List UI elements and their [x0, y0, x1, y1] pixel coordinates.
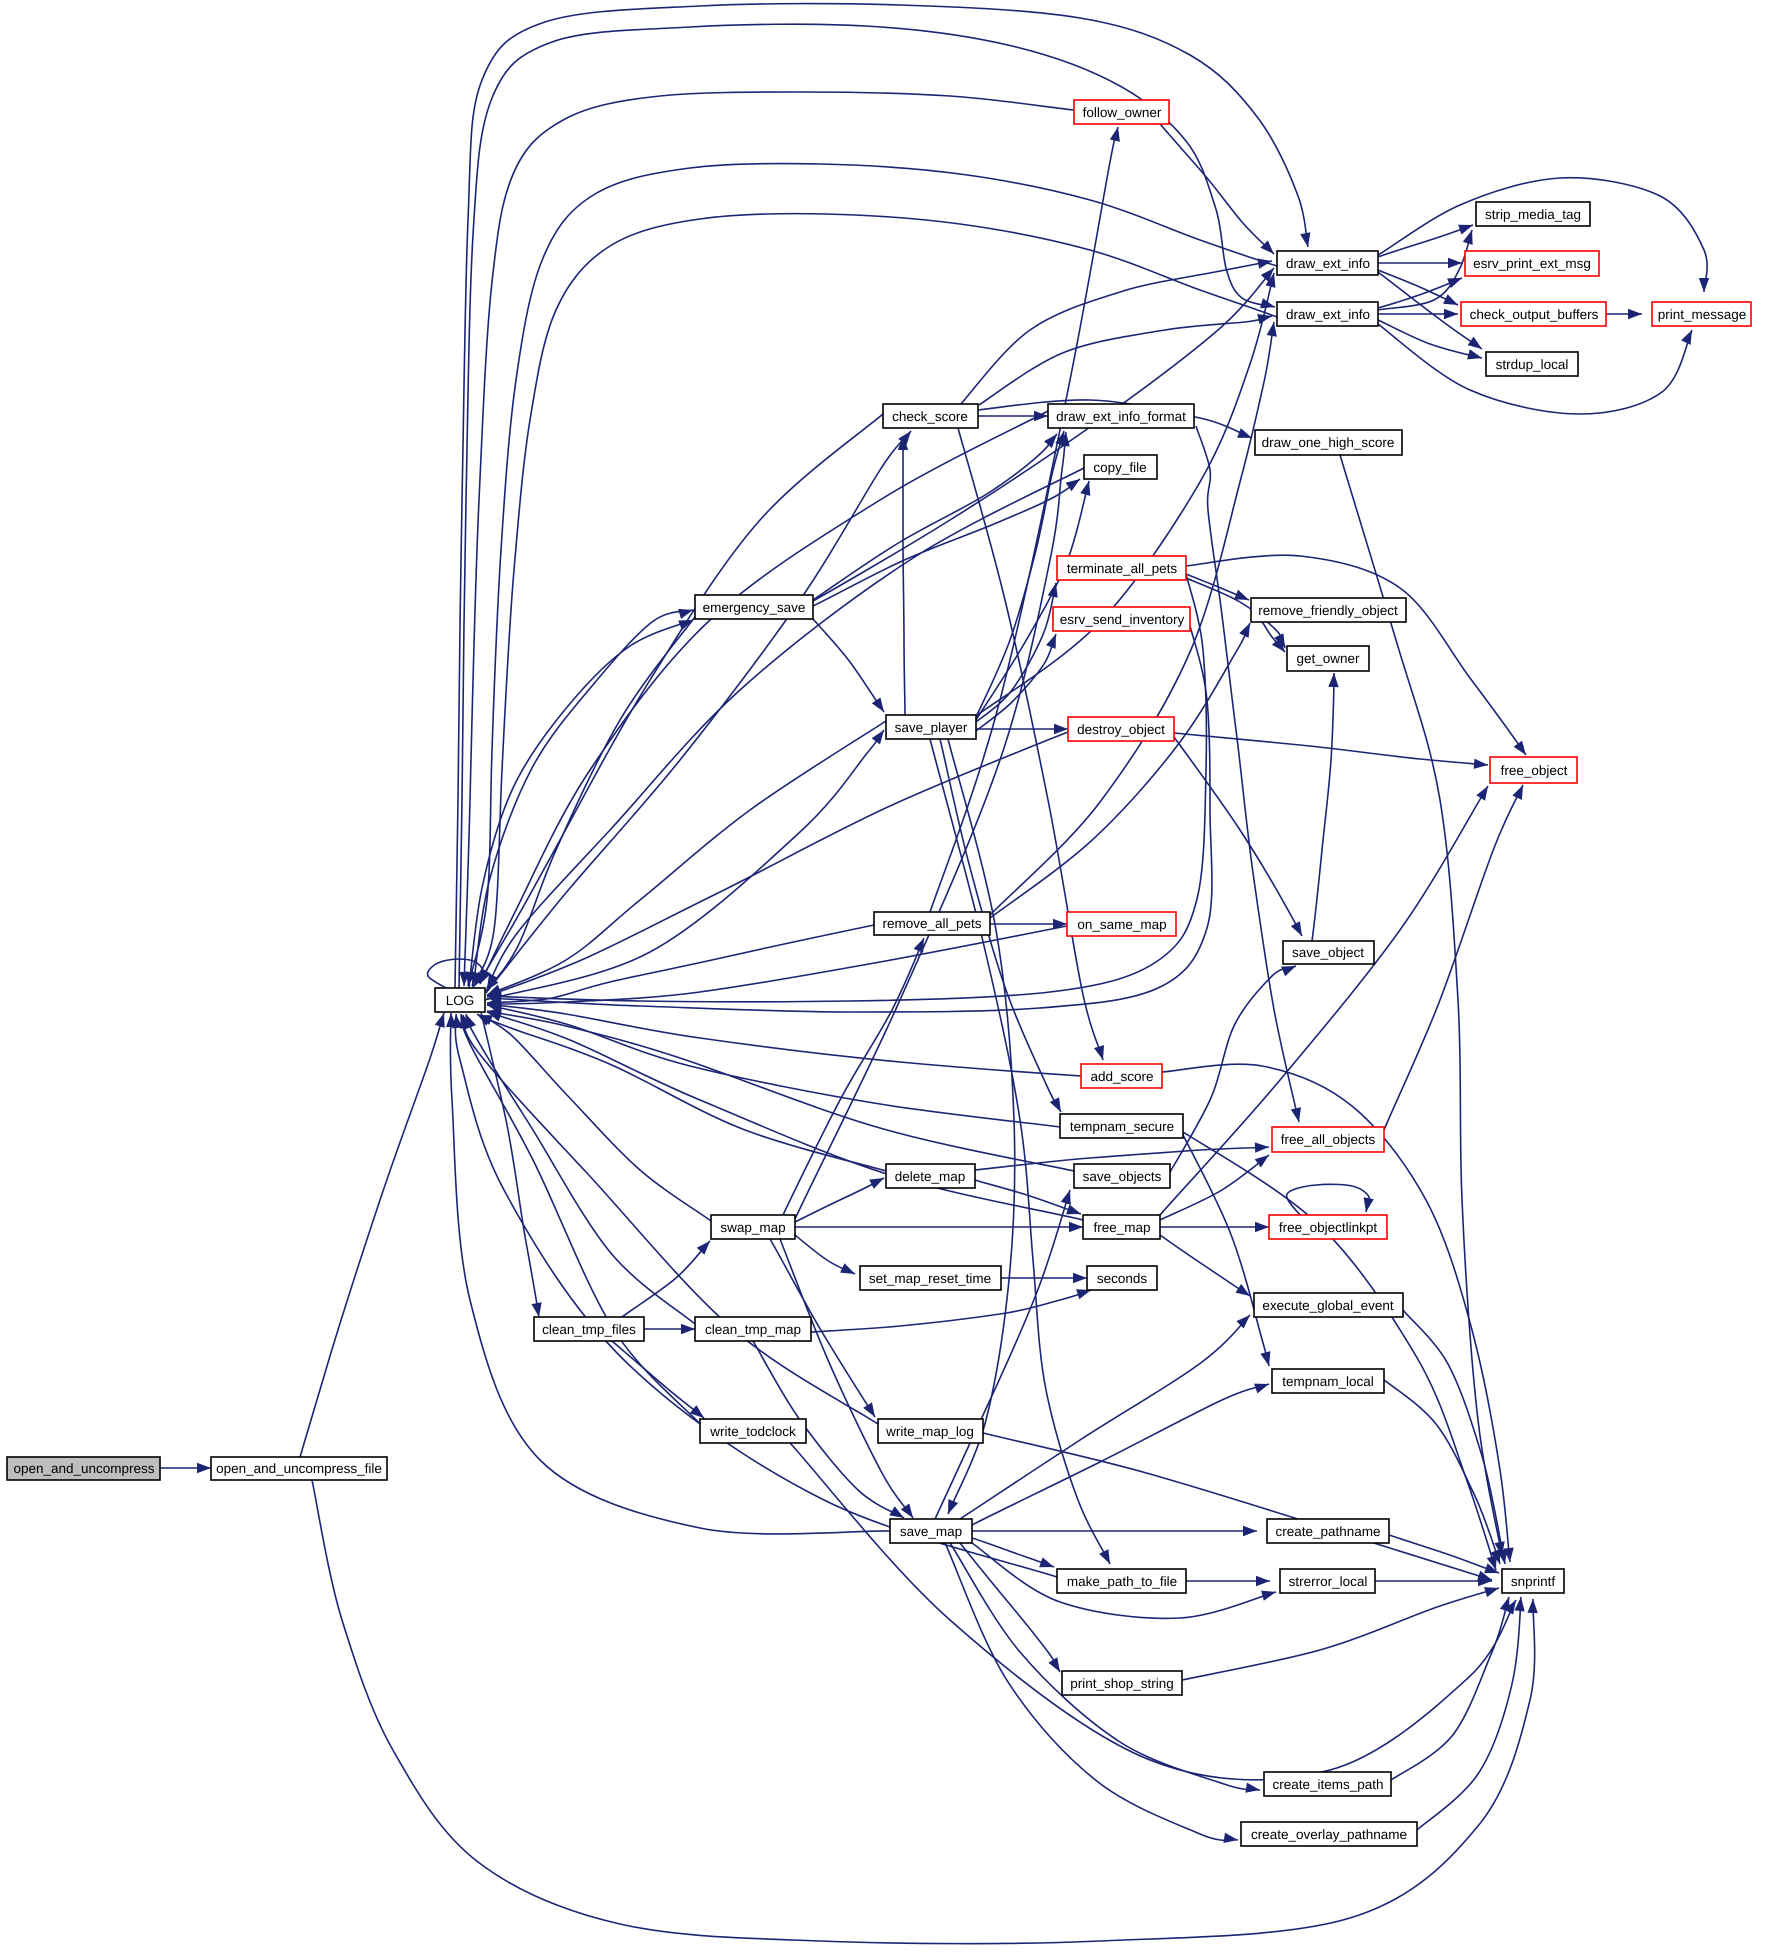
svg-text:free_map: free_map	[1093, 1220, 1150, 1235]
svg-text:remove_all_pets: remove_all_pets	[882, 916, 981, 931]
svg-text:tempnam_secure: tempnam_secure	[1070, 1119, 1174, 1134]
svg-text:strdup_local: strdup_local	[1496, 357, 1569, 372]
svg-text:print_shop_string: print_shop_string	[1070, 1676, 1174, 1691]
svg-text:make_path_to_file: make_path_to_file	[1067, 1574, 1177, 1589]
svg-text:emergency_save: emergency_save	[703, 600, 806, 615]
svg-text:create_overlay_pathname: create_overlay_pathname	[1251, 1827, 1407, 1842]
svg-text:create_pathname: create_pathname	[1275, 1524, 1380, 1539]
svg-text:write_todclock: write_todclock	[709, 1424, 796, 1439]
svg-text:free_objectlinkpt: free_objectlinkpt	[1279, 1220, 1378, 1235]
svg-text:snprintf: snprintf	[1511, 1574, 1556, 1589]
svg-text:esrv_print_ext_msg: esrv_print_ext_msg	[1473, 256, 1591, 271]
svg-text:destroy_object: destroy_object	[1077, 722, 1165, 737]
svg-text:print_message: print_message	[1658, 307, 1747, 322]
svg-text:draw_one_high_score: draw_one_high_score	[1262, 435, 1395, 450]
svg-text:remove_friendly_object: remove_friendly_object	[1258, 603, 1398, 618]
svg-text:clean_tmp_files: clean_tmp_files	[542, 1322, 636, 1337]
svg-text:tempnam_local: tempnam_local	[1282, 1374, 1374, 1389]
svg-text:create_items_path: create_items_path	[1272, 1777, 1383, 1792]
svg-text:check_output_buffers: check_output_buffers	[1470, 307, 1599, 322]
svg-text:save_objects: save_objects	[1083, 1169, 1162, 1184]
svg-text:open_and_uncompress_file: open_and_uncompress_file	[216, 1461, 382, 1476]
svg-text:draw_ext_info_format: draw_ext_info_format	[1056, 409, 1186, 424]
svg-text:strip_media_tag: strip_media_tag	[1485, 207, 1581, 222]
svg-text:save_map: save_map	[900, 1524, 962, 1539]
svg-text:seconds: seconds	[1097, 1271, 1148, 1286]
svg-text:LOG: LOG	[446, 993, 475, 1008]
svg-text:swap_map: swap_map	[720, 1220, 785, 1235]
svg-text:check_score: check_score	[892, 409, 968, 424]
svg-text:free_all_objects: free_all_objects	[1281, 1132, 1376, 1147]
svg-text:on_same_map: on_same_map	[1077, 917, 1166, 932]
svg-text:esrv_send_inventory: esrv_send_inventory	[1060, 612, 1185, 627]
svg-text:draw_ext_info: draw_ext_info	[1286, 256, 1370, 271]
svg-text:set_map_reset_time: set_map_reset_time	[869, 1271, 991, 1286]
svg-text:save_player: save_player	[895, 720, 968, 735]
svg-text:free_object: free_object	[1501, 763, 1568, 778]
svg-text:write_map_log: write_map_log	[885, 1424, 974, 1439]
svg-text:open_and_uncompress: open_and_uncompress	[13, 1461, 154, 1476]
svg-text:save_object: save_object	[1292, 945, 1364, 960]
svg-text:add_score: add_score	[1090, 1069, 1153, 1084]
svg-text:get_owner: get_owner	[1296, 651, 1360, 666]
svg-text:clean_tmp_map: clean_tmp_map	[705, 1322, 801, 1337]
svg-text:copy_file: copy_file	[1093, 460, 1146, 475]
svg-text:terminate_all_pets: terminate_all_pets	[1067, 561, 1178, 576]
svg-text:delete_map: delete_map	[895, 1169, 966, 1184]
svg-text:execute_global_event: execute_global_event	[1262, 1298, 1394, 1313]
svg-text:strerror_local: strerror_local	[1289, 1574, 1368, 1589]
svg-text:draw_ext_info: draw_ext_info	[1286, 307, 1370, 322]
svg-text:follow_owner: follow_owner	[1083, 105, 1162, 120]
